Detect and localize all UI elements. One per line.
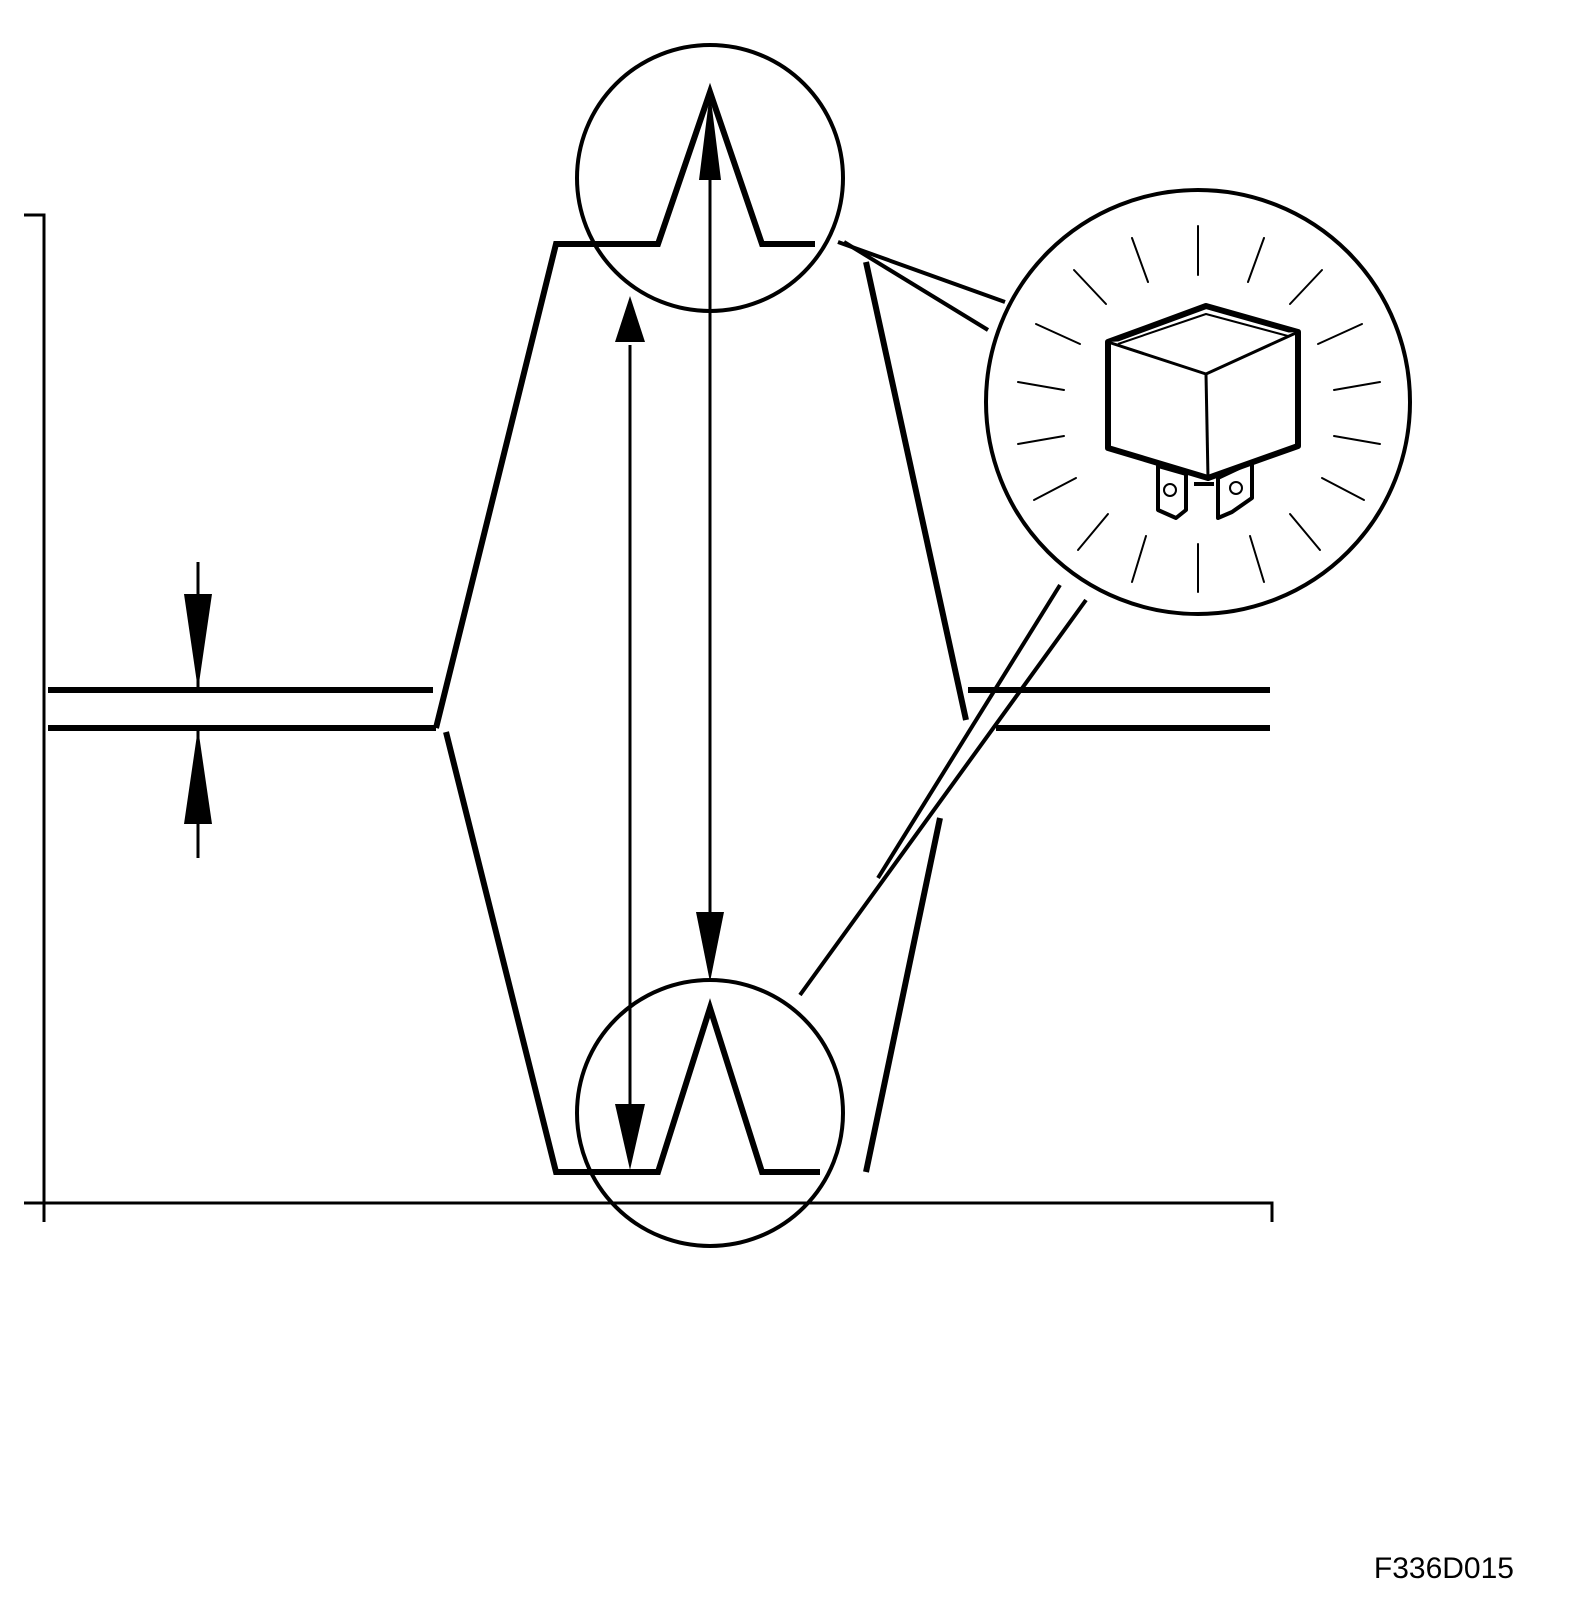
arrowhead-ripple-up — [184, 728, 212, 824]
waveform-lower-left — [443, 731, 820, 1175]
trough-zoom-circle — [575, 978, 845, 1248]
y-axis — [24, 213, 46, 1222]
arrowhead-ripple-down — [184, 594, 212, 690]
relay-body — [1105, 303, 1301, 520]
waveform-lower-right — [863, 817, 943, 1173]
arrowhead-peak-up — [699, 92, 721, 180]
relay-icon — [1017, 225, 1381, 593]
light-rays — [1017, 225, 1381, 593]
arrowhead-plateau-down — [615, 1104, 645, 1170]
waveform-upper-left — [433, 82, 815, 729]
arrowheads — [184, 92, 724, 1170]
arrowhead-plateau-up — [615, 296, 645, 342]
waveform-upper-right — [863, 261, 969, 721]
waveform — [433, 82, 969, 1175]
baseline-band — [48, 687, 1270, 731]
axes — [24, 213, 1274, 1222]
measurement-lines — [196, 150, 712, 1105]
callout-leaders — [798, 240, 1088, 997]
arrowhead-trough-down — [696, 912, 724, 982]
x-axis — [24, 1201, 1274, 1222]
figure-reference-code: F336D015 — [1373, 1552, 1514, 1585]
